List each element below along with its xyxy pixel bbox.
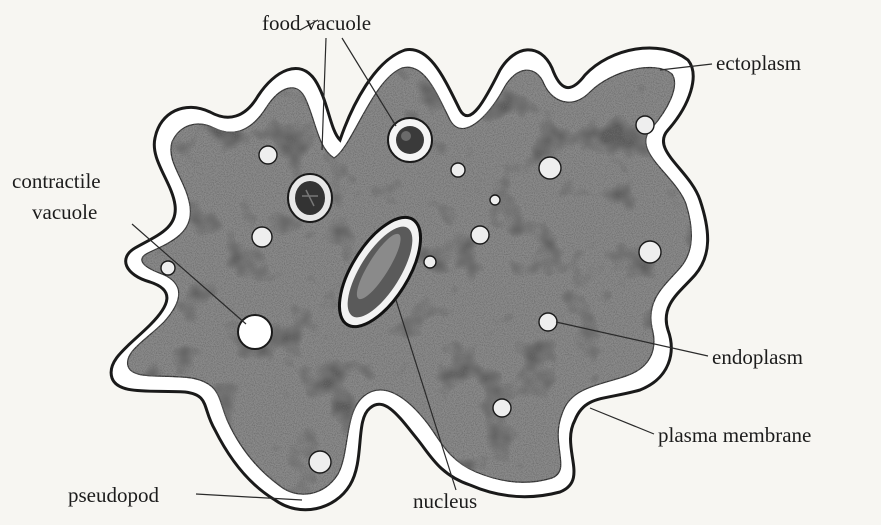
label-ectoplasm: ectoplasm bbox=[716, 51, 801, 75]
label-endoplasm: endoplasm bbox=[712, 345, 803, 369]
label-nucleus: nucleus bbox=[413, 489, 477, 513]
label-contractile-vacuole-line2: vacuole bbox=[32, 200, 97, 224]
leader-plasma-membrane bbox=[590, 408, 654, 434]
food-vacuole-left bbox=[288, 174, 332, 222]
label-plasma-membrane: plasma membrane bbox=[658, 423, 811, 447]
label-food-vacuole: food vacuole bbox=[262, 11, 371, 35]
label-pseudopod: pseudopod bbox=[68, 483, 159, 507]
contractile-vacuole bbox=[238, 315, 272, 349]
label-contractile-vacuole-line1: contractile bbox=[12, 169, 101, 193]
